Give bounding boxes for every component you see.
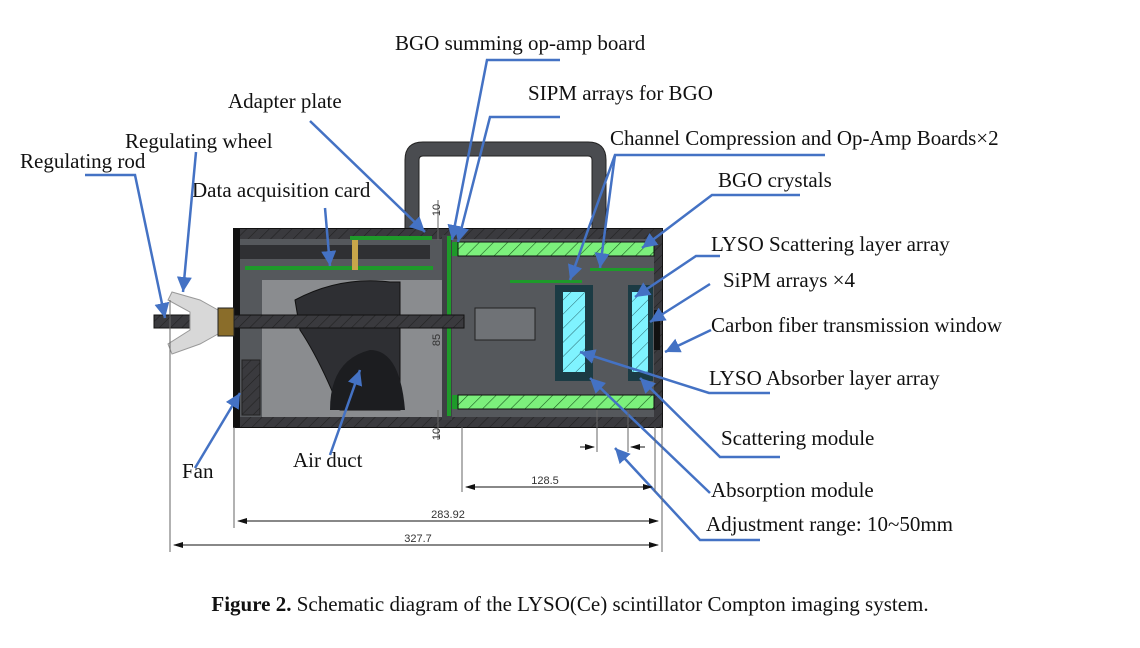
label-scattering-module: Scattering module <box>721 426 874 450</box>
label-bgo-summing: BGO summing op-amp board <box>395 31 646 55</box>
fan <box>241 359 261 416</box>
label-lyso-scattering: LYSO Scattering layer array <box>711 232 950 256</box>
channel-board-1 <box>510 280 582 283</box>
lyso-absorber-array <box>563 292 585 372</box>
label-channel-compression: Channel Compression and Op-Amp Boards×2 <box>610 126 999 150</box>
label-adapter-plate: Adapter plate <box>228 89 342 113</box>
label-adjustment-range: Adjustment range: 10~50mm <box>706 512 953 536</box>
label-carbon-window: Carbon fiber transmission window <box>711 313 1003 337</box>
regulating-wheel <box>167 291 219 355</box>
bgo-crystal-top <box>457 241 655 257</box>
adapter-plate <box>350 236 432 240</box>
dimension-lines <box>169 200 663 552</box>
bgo-crystal-bottom <box>457 394 655 410</box>
label-bgo-crystals: BGO crystals <box>718 168 832 192</box>
carbon-fiber-window <box>654 310 660 350</box>
figure-caption: Figure 2. Schematic diagram of the LYSO(… <box>0 592 1140 617</box>
data-acquisition-card <box>245 266 433 270</box>
caption-text: Schematic diagram of the LYSO(Ce) scinti… <box>296 592 929 616</box>
label-regulating-rod: Regulating rod <box>20 149 146 173</box>
dim-bottom-gap: 10 <box>431 428 443 440</box>
label-absorption-module: Absorption module <box>711 478 874 502</box>
dim-body-length: 283.92 <box>431 509 465 521</box>
label-air-duct: Air duct <box>293 448 363 472</box>
leader-lines <box>85 58 825 542</box>
label-regulating-wheel: Regulating wheel <box>125 129 273 153</box>
dim-front-length: 128.5 <box>531 475 559 487</box>
label-sipm-x4: SiPM arrays ×4 <box>723 268 856 292</box>
lyso-scattering-array <box>632 292 648 372</box>
sipm-bgo-top <box>452 242 458 256</box>
dim-total-length: 327.7 <box>404 533 432 545</box>
channel-board-2 <box>590 268 654 271</box>
dim-height: 85 <box>431 334 443 346</box>
label-lyso-absorber: LYSO Absorber layer array <box>709 366 940 390</box>
schematic-diagram: BGO summing op-amp board Adapter plate S… <box>20 31 1003 552</box>
sipm-bgo-bottom <box>452 395 458 409</box>
label-data-acquisition: Data acquisition card <box>192 178 371 202</box>
dim-top-gap: 10 <box>431 204 443 216</box>
label-sipm-bgo: SIPM arrays for BGO <box>528 81 713 105</box>
caption-prefix: Figure 2. <box>211 592 292 616</box>
